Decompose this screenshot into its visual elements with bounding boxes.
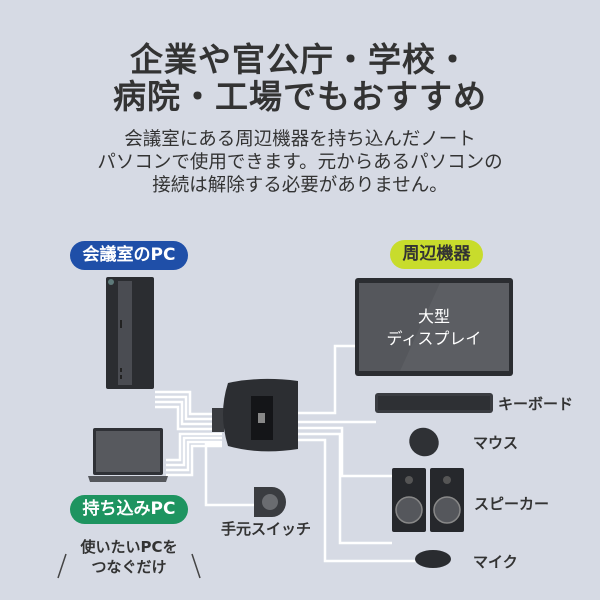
microphone	[415, 550, 451, 568]
usb-switch-hub	[212, 378, 298, 452]
speaker-label: スピーカー	[474, 495, 550, 513]
headline-line1: 企業や官公庁・学校・	[130, 40, 470, 79]
desktop-pc-tower	[106, 277, 154, 389]
mic-label: マイク	[473, 553, 518, 571]
peripherals-label: 周辺機器	[390, 240, 483, 269]
brought-pc-label: 持ち込みPC	[70, 495, 188, 524]
description-line1: 会議室にある周辺機器を持ち込んだノート	[124, 129, 476, 150]
switch-label: 手元スイッチ	[221, 520, 312, 538]
headline-line2: 病院・工場でもおすすめ	[113, 77, 487, 116]
description-line3: 接続は解除する必要がありません。	[152, 175, 448, 196]
display-line1: 大型	[417, 307, 450, 326]
mouse-label: マウス	[473, 434, 519, 452]
keyboard	[375, 393, 493, 413]
hand-switch	[254, 487, 286, 517]
speakers	[392, 468, 464, 532]
large-display	[355, 278, 513, 376]
cables	[155, 344, 416, 563]
meeting-pc-label: 会議室のPC	[70, 241, 188, 270]
brought-pc-note-line2: つなぐだけ	[91, 558, 167, 576]
mouse	[409, 427, 439, 457]
description-line2: パソコンで使用できます。元からあるパソコンの	[97, 152, 503, 173]
laptop	[88, 428, 168, 482]
display-line2: ディスプレイ	[386, 329, 482, 348]
keyboard-label: キーボード	[498, 395, 574, 413]
brought-pc-note-line1: 使いたいPCを	[80, 538, 178, 556]
display-text: 大型 ディスプレイ	[359, 306, 509, 350]
